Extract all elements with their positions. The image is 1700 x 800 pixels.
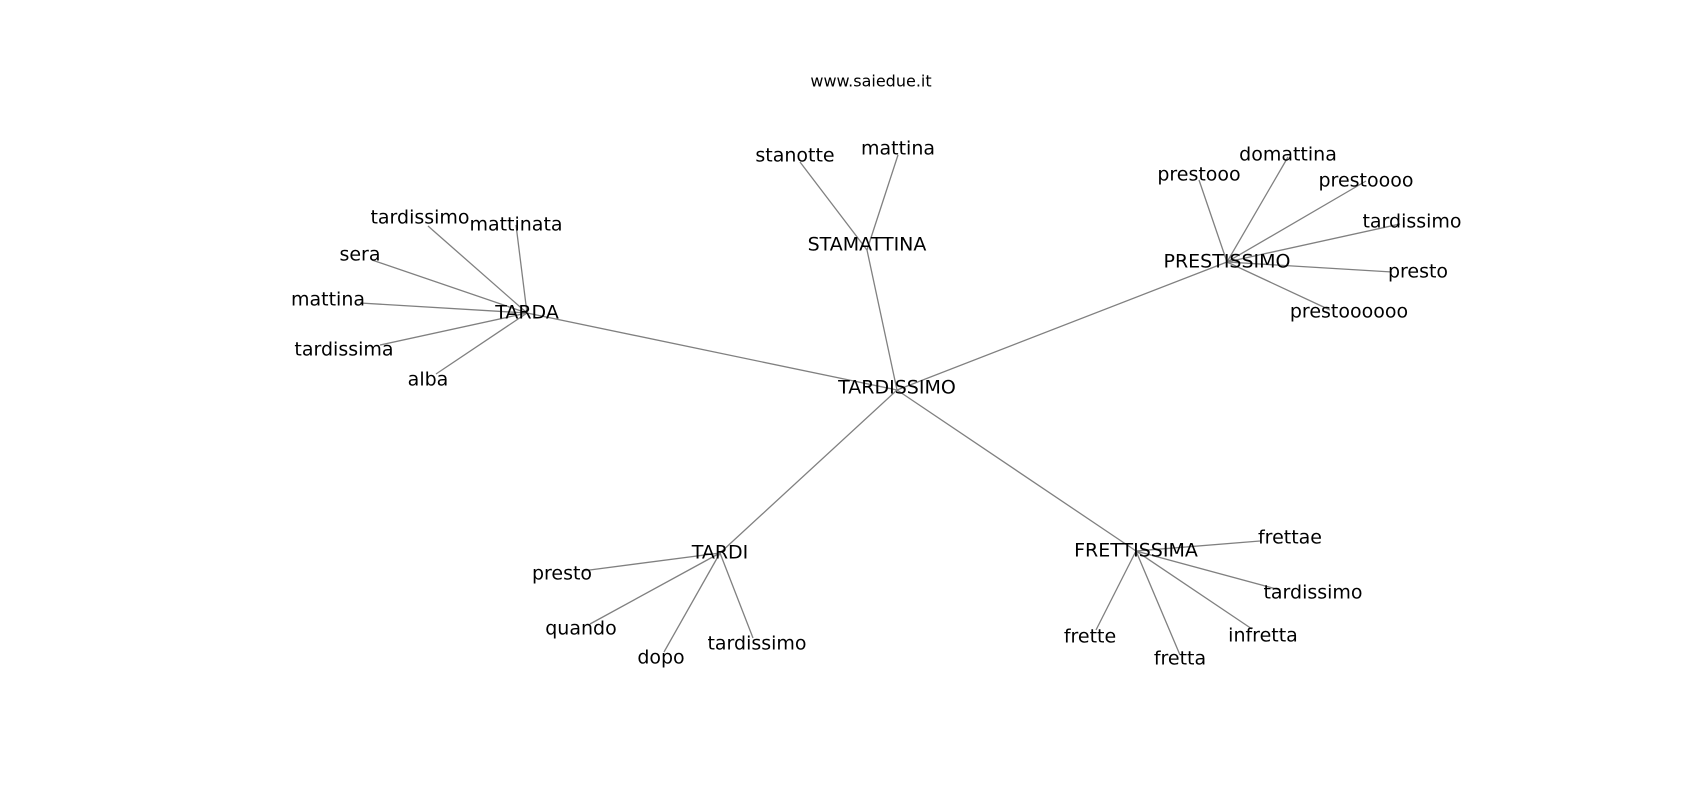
node-leaf-prestissimo-tardissimo: tardissimo	[1362, 211, 1461, 233]
edge-center-frettissima	[896, 389, 1137, 552]
edge-prestissimo-prestoooo	[1226, 180, 1367, 263]
node-leaf-tardi-quando: quando	[545, 618, 616, 640]
node-hub-frettissima: FRETTISSIMA	[1074, 540, 1198, 562]
labels-layer: www.saiedue.it TARDISSIMO TARDA tardissimo…	[291, 72, 1462, 670]
edge-frettissima-tardissimo	[1135, 550, 1281, 591]
edge-tarda-tardissimo	[427, 225, 528, 314]
node-leaf-prestissimo-prestoooo: prestoooo	[1319, 170, 1414, 192]
edge-tardi-dopo	[663, 552, 721, 653]
node-leaf-tarda-tardissimo: tardissimo	[370, 207, 469, 229]
node-leaf-frettissima-frettae: frettae	[1258, 527, 1322, 549]
edge-frettissima-fretta	[1135, 550, 1181, 656]
edge-tarda-mattina	[359, 302, 528, 314]
node-leaf-frettissima-tardissimo: tardissimo	[1263, 582, 1362, 604]
edge-tarda-alba	[435, 312, 528, 375]
edge-frettissima-infretta	[1135, 550, 1253, 630]
edge-center-tarda	[526, 312, 898, 391]
edge-tardi-presto	[581, 552, 721, 572]
node-leaf-tarda-mattina: mattina	[291, 289, 365, 311]
node-leaf-stamattina-stanotte: stanotte	[755, 145, 834, 167]
edge-tarda-sera	[371, 259, 528, 314]
node-leaf-frettissima-infretta: infretta	[1228, 625, 1298, 647]
node-leaf-prestissimo-prestooo: prestooo	[1157, 164, 1240, 186]
node-leaf-prestissimo-prestoooooo: prestoooooo	[1290, 301, 1408, 323]
edge-frettissima-frettae	[1135, 540, 1261, 552]
node-leaf-tarda-mattinata: mattinata	[469, 214, 562, 236]
edges-layer	[359, 154, 1401, 656]
node-leaf-stamattina-mattina: mattina	[861, 138, 935, 160]
node-hub-tardi: TARDI	[691, 542, 749, 564]
node-hub-prestissimo: PRESTISSIMO	[1163, 251, 1290, 273]
node-leaf-frettissima-frette: frette	[1064, 626, 1116, 648]
edge-center-prestissimo	[896, 261, 1228, 391]
edge-tardi-quando	[589, 552, 721, 625]
edge-stamattina-mattina	[866, 154, 899, 251]
edge-prestissimo-prestoooooo	[1226, 261, 1331, 311]
edge-tarda-mattinata	[515, 224, 528, 314]
edge-prestissimo-domattina	[1226, 156, 1289, 263]
edge-prestissimo-prestooo	[1198, 179, 1228, 263]
watermark: www.saiedue.it	[810, 72, 931, 91]
edge-frettissima-frette	[1095, 550, 1137, 631]
edge-tarda-tardissima	[379, 312, 528, 346]
node-hub-tarda: TARDA	[494, 302, 559, 324]
edge-center-stamattina	[866, 249, 898, 391]
edge-prestissimo-tardissimo	[1226, 223, 1401, 263]
node-leaf-tarda-sera: sera	[339, 244, 380, 266]
edge-center-tardi	[719, 389, 898, 554]
node-leaf-tardi-tardissimo: tardissimo	[707, 633, 806, 655]
node-leaf-tarda-alba: alba	[408, 369, 449, 391]
node-center-tardissimo: TARDISSIMO	[837, 377, 956, 399]
node-leaf-tardi-presto: presto	[532, 563, 592, 585]
node-leaf-prestissimo-presto: presto	[1388, 261, 1448, 283]
edge-stamattina-stanotte	[799, 161, 868, 251]
edge-tardi-tardissimo	[719, 552, 754, 639]
node-leaf-tarda-tardissima: tardissima	[294, 339, 393, 361]
node-leaf-tardi-dopo: dopo	[637, 647, 684, 669]
edge-prestissimo-presto	[1226, 261, 1393, 273]
node-hub-stamattina: STAMATTINA	[808, 234, 927, 256]
node-leaf-frettissima-fretta: fretta	[1154, 648, 1206, 670]
node-leaf-prestissimo-domattina: domattina	[1239, 144, 1337, 166]
